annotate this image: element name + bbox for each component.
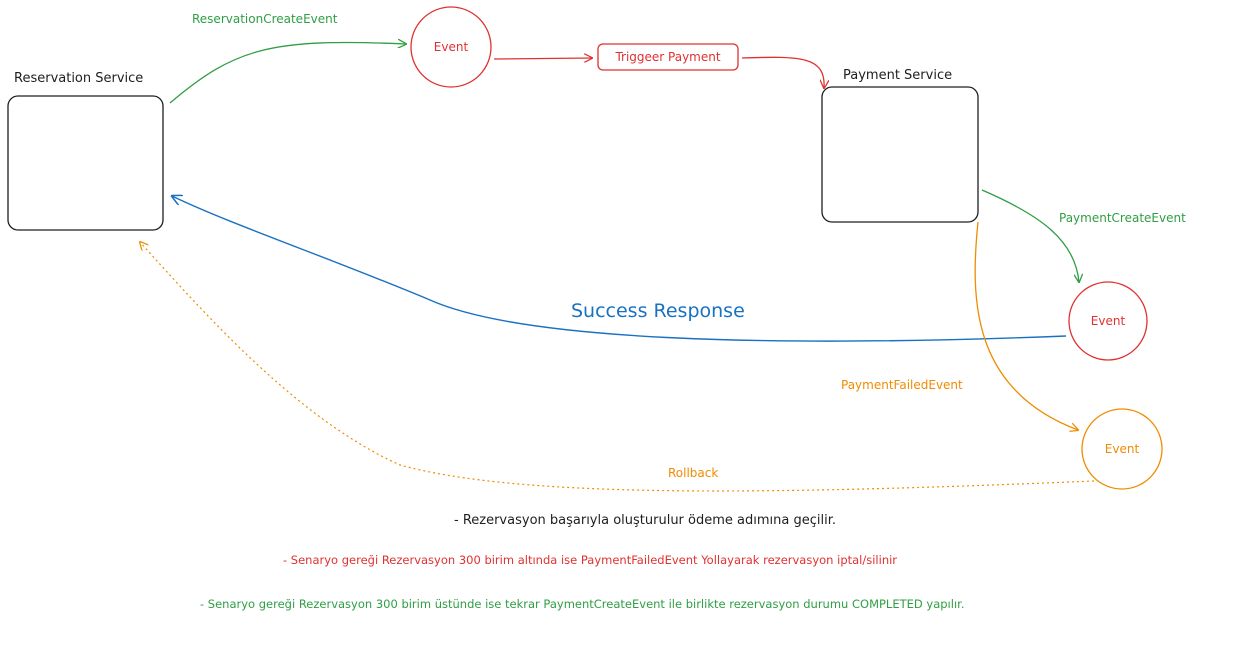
rollback-label: Rollback bbox=[668, 466, 718, 480]
note-success: - Rezervasyon başarıyla oluşturulur ödem… bbox=[454, 513, 836, 528]
event-to-trigger-arrow bbox=[493, 58, 592, 59]
reservation-service-label: Reservation Service bbox=[14, 71, 143, 86]
payment-failed-event-node[interactable] bbox=[1081, 408, 1163, 490]
trigger-to-payment-arrow bbox=[741, 56, 824, 88]
note-failed: - Senaryo gereği Rezervasyon 300 birim a… bbox=[283, 553, 897, 567]
payment-create-event-node[interactable] bbox=[1068, 281, 1148, 361]
trigger-payment-box[interactable] bbox=[597, 43, 739, 71]
note-completed: - Senaryo gereği Rezervasyon 300 birim ü… bbox=[200, 597, 964, 611]
rollback-arrow bbox=[140, 242, 1095, 492]
payment-create-event-label: Event bbox=[1091, 314, 1126, 328]
payment-failed-event-label: Event bbox=[1105, 442, 1140, 456]
payment-create-label: PaymentCreateEvent bbox=[1059, 211, 1186, 225]
trigger-payment-label: Triggeer Payment bbox=[614, 50, 720, 64]
reservation-event-node[interactable] bbox=[410, 6, 492, 88]
payment-create-arrow bbox=[981, 189, 1079, 282]
reservation-create-arrow bbox=[169, 42, 406, 104]
payment-service-label: Payment Service bbox=[843, 68, 952, 83]
payment-failed-arrow bbox=[974, 221, 1078, 430]
reservation-service-box[interactable] bbox=[7, 95, 164, 231]
payment-failed-label: PaymentFailedEvent bbox=[841, 378, 963, 392]
reservation-event-label: Event bbox=[434, 40, 469, 54]
reservation-create-label: ReservationCreateEvent bbox=[192, 12, 338, 26]
success-response-arrow bbox=[172, 196, 1067, 342]
payment-service-box[interactable] bbox=[821, 86, 979, 223]
success-response-label: Success Response bbox=[571, 300, 745, 322]
